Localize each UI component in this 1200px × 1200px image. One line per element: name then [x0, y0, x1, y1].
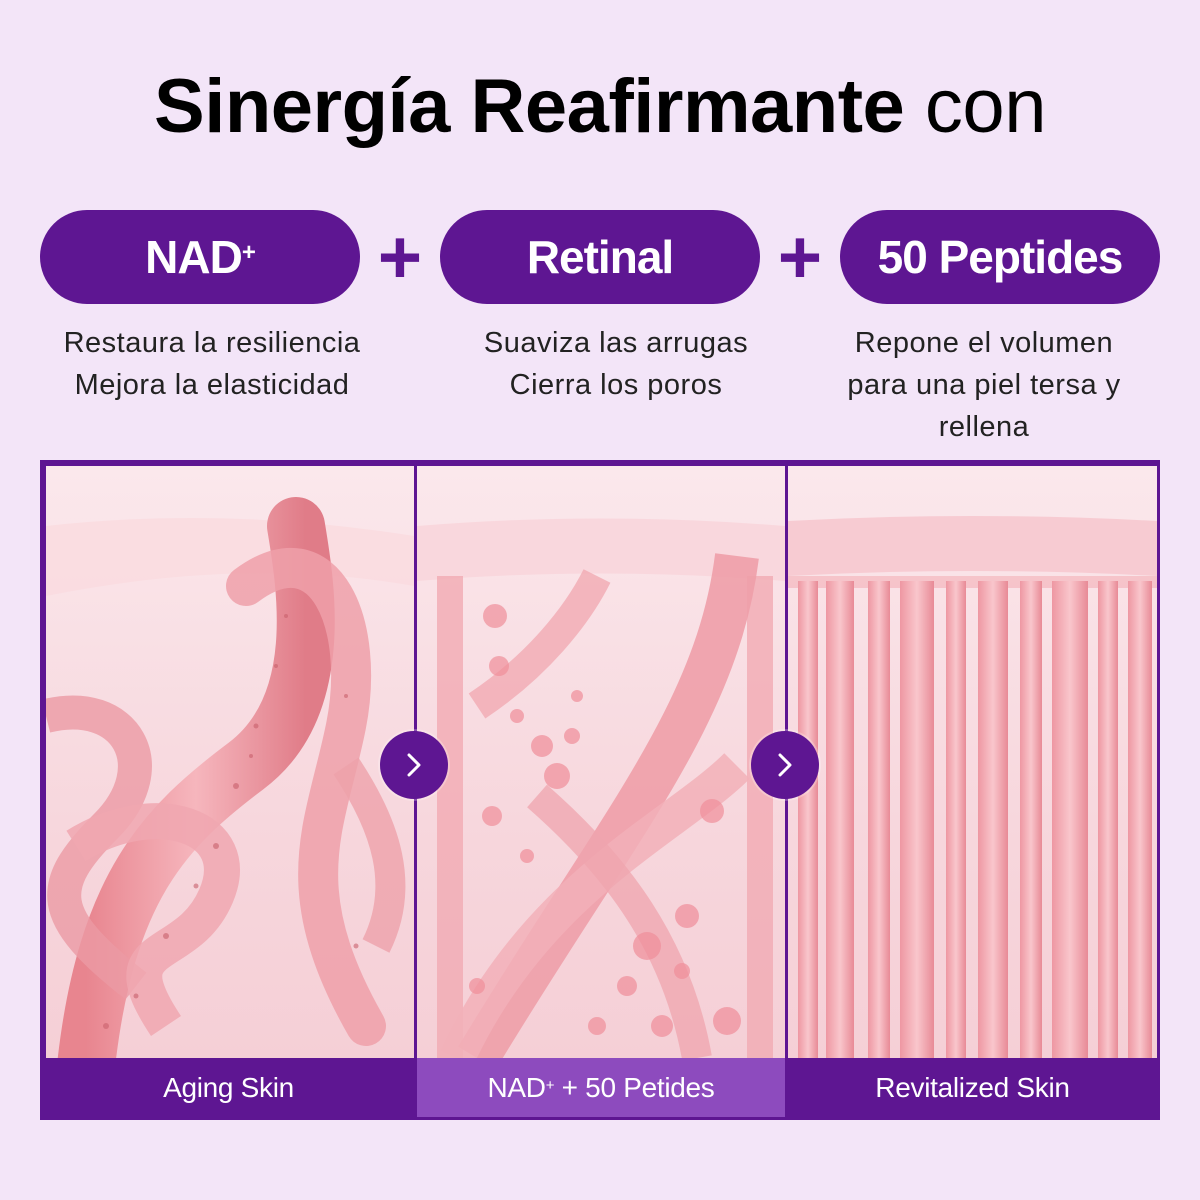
title-bold: Sinergía Reafirmante [154, 64, 905, 149]
desc-nad: Restaura la resiliencia Mejora la elasti… [22, 322, 402, 406]
pill-peptides-label: 50 Peptides [877, 231, 1124, 283]
page-title: Sinergía Reafirmante con [0, 62, 1200, 152]
next-arrow-2[interactable] [751, 731, 819, 799]
aging-skin-illustration [46, 497, 414, 1058]
plus-sign-1: + [377, 215, 423, 300]
pill-nad: NAD+ [40, 210, 360, 304]
desc-retinal-line-1: Suaviza las arrugas [483, 327, 749, 359]
pill-retinal: Retinal [440, 210, 760, 304]
label-aging-skin: Aging Skin [43, 1058, 414, 1117]
desc-peptides: Repone el volumen para una piel tersa y … [794, 322, 1174, 448]
label-nad-main: NAD [487, 1071, 546, 1103]
pill-nad-sup: + [241, 239, 256, 266]
chevron-right-icon [778, 753, 792, 777]
pill-peptides: 50 Peptides [840, 210, 1160, 304]
title-light: con [924, 64, 1047, 149]
revitalized-skin-illustration [788, 516, 1157, 1058]
desc-retinal-line-2: Cierra los poros [509, 369, 723, 401]
desc-nad-line-1: Restaura la resiliencia [63, 327, 361, 359]
desc-peptides-line-3: rellena [938, 411, 1030, 443]
pill-retinal-label: Retinal [526, 231, 674, 283]
repair-illustration [417, 518, 785, 1058]
desc-peptides-line-2: para una piel tersa y [847, 369, 1121, 401]
next-arrow-1[interactable] [380, 731, 448, 799]
desc-peptides-line-1: Repone el volumen [854, 327, 1114, 359]
panel-nad-peptides [417, 466, 785, 1058]
comparison-frame: Aging Skin NAD+ + 50 Petides Revitalized… [40, 460, 1160, 1120]
chevron-right-icon [407, 753, 421, 777]
label-nad-rest: + 50 Petides [554, 1071, 715, 1103]
label-nad-peptides: NAD+ + 50 Petides [417, 1058, 785, 1117]
panel-aging-skin [46, 466, 414, 1058]
panel-revitalized-skin [788, 466, 1157, 1058]
desc-retinal: Suaviza las arrugas Cierra los poros [426, 322, 806, 406]
pill-nad-label: NAD [145, 231, 243, 283]
label-revitalized-skin: Revitalized Skin [788, 1058, 1157, 1117]
label-nad-sup: + [545, 1077, 555, 1094]
desc-nad-line-2: Mejora la elasticidad [74, 369, 350, 401]
plus-sign-2: + [777, 215, 823, 300]
